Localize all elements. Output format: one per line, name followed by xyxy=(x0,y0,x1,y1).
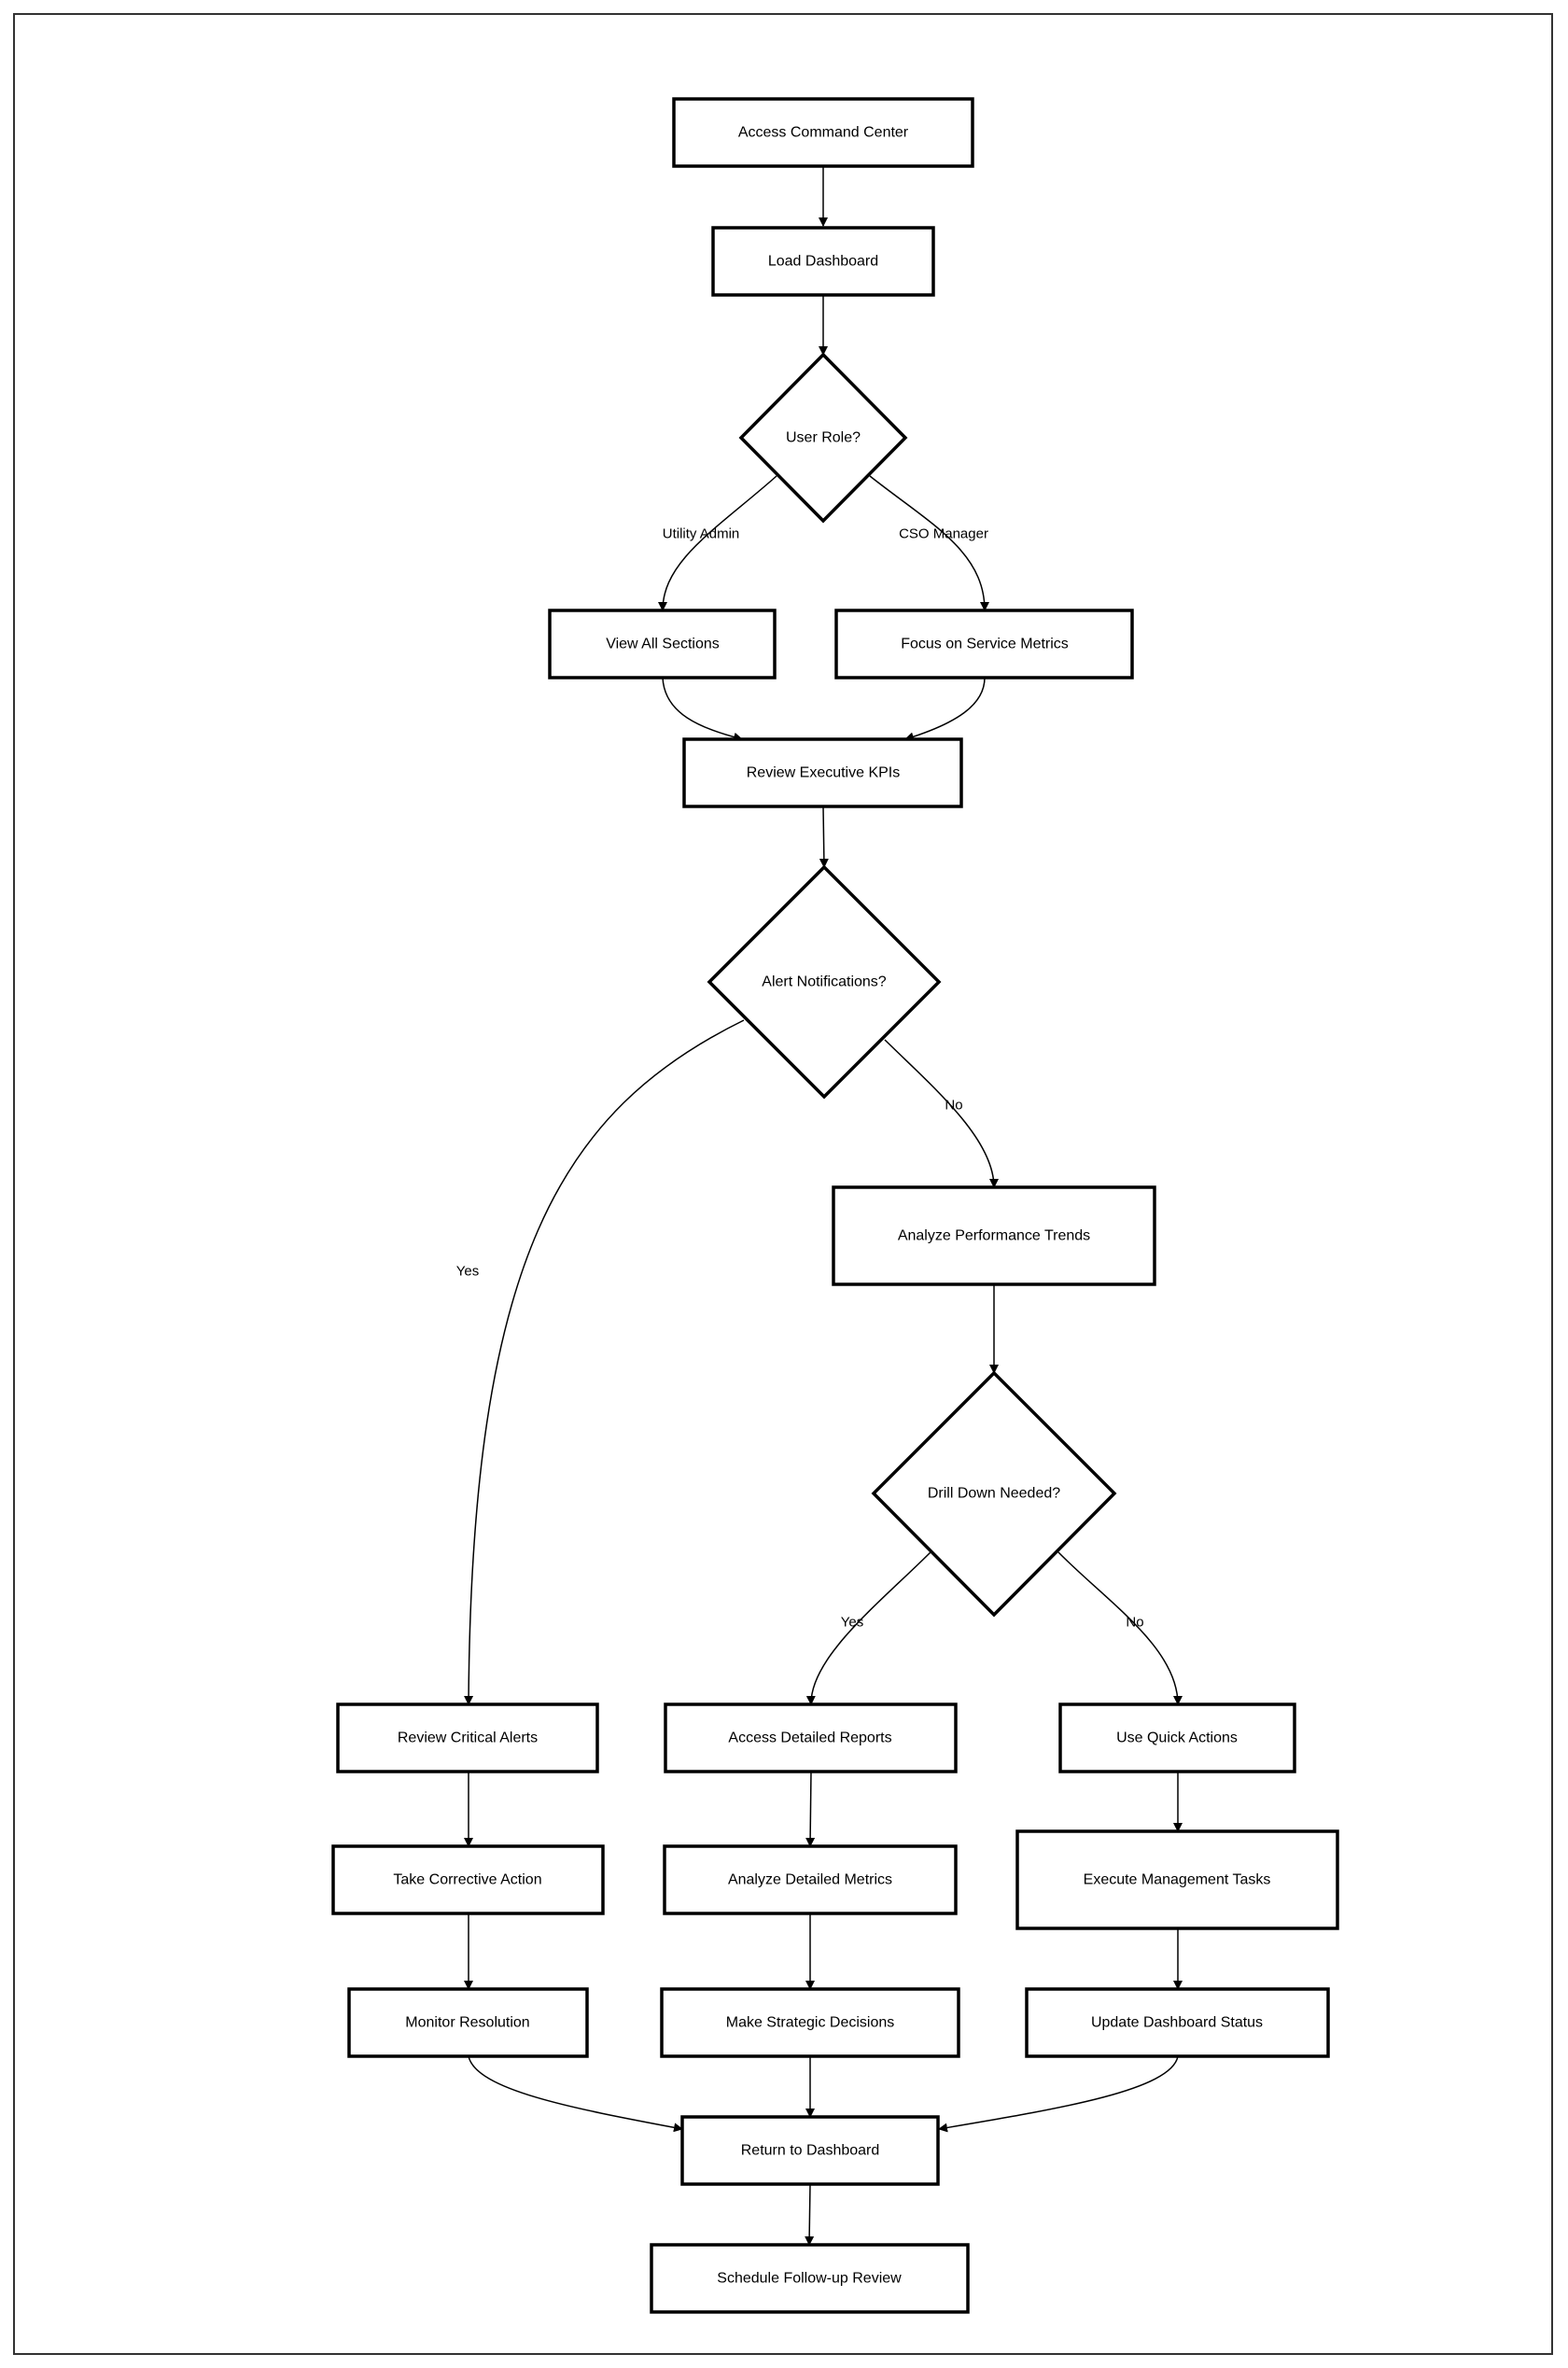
node-label: Drill Down Needed? xyxy=(928,1486,1060,1502)
edge-reports-to-metrics xyxy=(805,1771,816,1847)
node-view-all-sections[interactable]: View All Sections xyxy=(548,609,777,680)
node-analyze-detailed-metrics[interactable]: Analyze Detailed Metrics xyxy=(663,1844,958,1915)
node-label: Analyze Detailed Metrics xyxy=(728,1872,892,1888)
node-label: Execute Management Tasks xyxy=(1084,1872,1271,1888)
node-label: Make Strategic Decisions xyxy=(726,2015,895,2031)
node-review-critical-alerts[interactable]: Review Critical Alerts xyxy=(336,1702,599,1773)
node-label: Return to Dashboard xyxy=(741,2143,880,2159)
node-label: View All Sections xyxy=(606,637,720,652)
node-make-strategic-decisions[interactable]: Make Strategic Decisions xyxy=(660,1987,960,2058)
edge-label-utility-admin: Utility Admin xyxy=(663,526,740,542)
node-label: Review Critical Alerts xyxy=(398,1730,538,1746)
edge-label-drill-no: No xyxy=(1126,1615,1143,1631)
node-label: Focus on Service Metrics xyxy=(901,637,1069,652)
node-access-detailed-reports[interactable]: Access Detailed Reports xyxy=(664,1702,958,1773)
node-monitor-resolution[interactable]: Monitor Resolution xyxy=(347,1987,589,2058)
edge-kpis-to-alerts xyxy=(819,806,829,868)
node-label: Update Dashboard Status xyxy=(1091,2015,1263,2031)
edge-label-cso-manager: CSO Manager xyxy=(899,526,988,542)
edge-drill-no xyxy=(1057,1551,1183,1705)
node-label: Schedule Follow-up Review xyxy=(717,2271,902,2287)
edge-update-to-return xyxy=(938,2055,1179,2133)
node-label: Access Detailed Reports xyxy=(728,1730,891,1746)
node-label: Access Command Center xyxy=(738,125,909,141)
decision-user-role[interactable]: User Role? xyxy=(738,352,908,524)
node-use-quick-actions[interactable]: Use Quick Actions xyxy=(1058,1702,1296,1773)
edge-label-drill-yes: Yes xyxy=(841,1615,863,1631)
node-review-executive-kpis[interactable]: Review Executive KPIs xyxy=(682,737,963,808)
edge-return-to-schedule xyxy=(805,2183,815,2246)
edge-label-alerts-no: No xyxy=(945,1098,962,1114)
node-load-dashboard[interactable]: Load Dashboard xyxy=(711,226,935,297)
node-label: User Role? xyxy=(786,430,861,446)
node-label: Review Executive KPIs xyxy=(747,765,901,781)
node-update-dashboard-status[interactable]: Update Dashboard Status xyxy=(1025,1987,1330,2058)
edge-label-alerts-yes: Yes xyxy=(456,1264,479,1280)
node-label: Analyze Performance Trends xyxy=(898,1228,1090,1244)
node-focus-on-service-metrics[interactable]: Focus on Service Metrics xyxy=(834,609,1134,680)
edges xyxy=(464,166,1183,2246)
node-label: Use Quick Actions xyxy=(1116,1730,1238,1746)
decision-drill-down-needed[interactable]: Drill Down Needed? xyxy=(871,1370,1117,1618)
node-label: Load Dashboard xyxy=(768,254,878,270)
node-return-to-dashboard[interactable]: Return to Dashboard xyxy=(680,2115,940,2186)
node-execute-management-tasks[interactable]: Execute Management Tasks xyxy=(1015,1829,1339,1930)
edge-role-to-focus xyxy=(869,475,989,611)
edge-drill-yes xyxy=(805,1551,931,1705)
edge-focus-to-kpis xyxy=(904,677,986,742)
edge-alerts-no xyxy=(884,1039,999,1188)
node-access-command-center[interactable]: Access Command Center xyxy=(672,97,974,168)
node-take-corrective-action[interactable]: Take Corrective Action xyxy=(331,1844,605,1915)
node-schedule-followup-review[interactable]: Schedule Follow-up Review xyxy=(650,2243,970,2314)
diagram-frame xyxy=(13,13,1553,2355)
node-label: Monitor Resolution xyxy=(405,2015,529,2031)
edge-monitor-to-return xyxy=(468,2055,683,2133)
decision-alert-notifications[interactable]: Alert Notifications? xyxy=(707,864,942,1100)
edge-alerts-yes xyxy=(464,1019,745,1705)
node-label: Alert Notifications? xyxy=(762,974,886,990)
node-analyze-performance-trends[interactable]: Analyze Performance Trends xyxy=(832,1185,1156,1286)
edge-role-to-view-all xyxy=(658,475,777,611)
edge-labels: Utility Admin CSO Manager Yes No Yes No xyxy=(456,526,1144,1631)
node-label: Take Corrective Action xyxy=(393,1872,541,1888)
edge-view-all-to-kpis xyxy=(662,677,743,742)
